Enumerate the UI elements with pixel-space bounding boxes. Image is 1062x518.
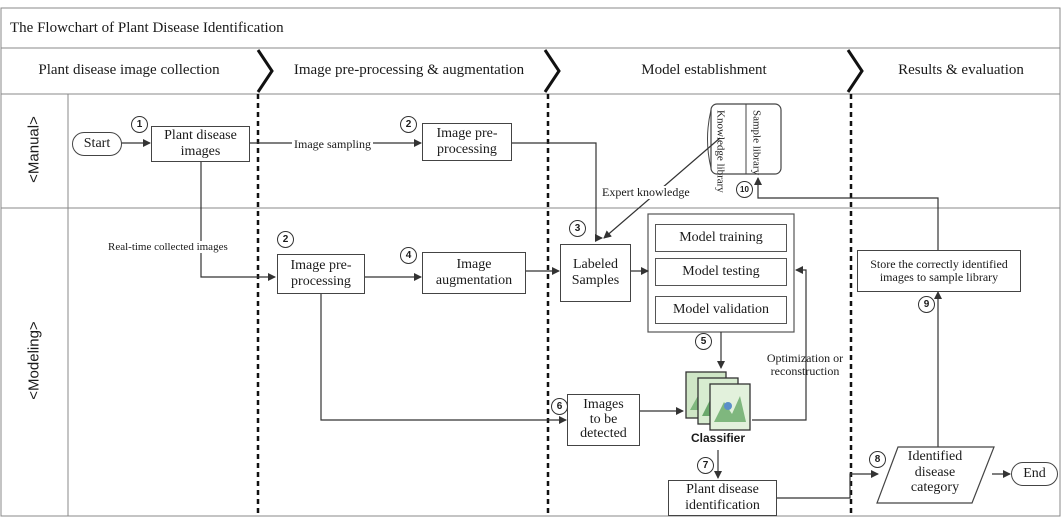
model-training-node: Model training [655, 224, 787, 252]
step-number-2-manual: 2 [400, 116, 417, 133]
classifier-label: Classifier [690, 431, 746, 445]
edge-optimization-loop [752, 266, 807, 421]
step-number-8: 8 [869, 451, 886, 468]
phase-header-collection: Plant disease image collection [38, 62, 220, 78]
image-augmentation-label: Image augmentation [435, 257, 513, 288]
edge-realtime-images [200, 161, 276, 281]
identified-category-parallelogram [876, 446, 995, 504]
sample-library-label: Sample library [750, 110, 763, 176]
outer-frame [0, 7, 1061, 517]
classifier-icon [685, 371, 751, 431]
diagram-title: The Flowchart of Plant Disease Identific… [10, 20, 284, 36]
step-number-1: 1 [131, 116, 148, 133]
store-correct-label: Store the correctly identified images to… [870, 256, 1008, 284]
images-to-be-detected-node: Images to be detected [567, 394, 640, 446]
edge-label-optimization: Optimization or reconstruction [766, 351, 844, 379]
model-validation-node: Model validation [655, 296, 787, 324]
labeled-samples-node: Labeled Samples [560, 244, 631, 302]
edge-store-to-library [754, 177, 939, 250]
lane-label-modeling: <Modeling> [25, 321, 43, 400]
phase-header-model: Model establishment [641, 62, 767, 78]
phase-chevron-2 [543, 49, 561, 93]
image-augmentation-node: Image augmentation [422, 252, 526, 294]
edge-label-image-sampling: Image sampling [292, 137, 373, 152]
image-preprocessing-modeling-node: Image pre- processing [277, 254, 365, 294]
lane-label-manual: <Manual> [25, 116, 43, 183]
edge-label-expert-knowledge: Expert knowledge [600, 185, 692, 200]
identified-disease-category-label: Identified disease category [907, 449, 963, 496]
step-number-6: 6 [551, 398, 568, 415]
step-number-2-modeling: 2 [277, 231, 294, 248]
phase-header-preprocessing: Image pre-processing & augmentation [293, 62, 525, 78]
labeled-samples-label: Labeled Samples [571, 257, 620, 288]
edge-manual-preproc-to-samples [512, 142, 603, 242]
phase-chevron-1 [256, 49, 274, 93]
plant-disease-identification-node: Plant disease identification [668, 480, 777, 516]
plant-disease-images-node: Plant disease images [151, 126, 250, 162]
start-node: Start [72, 132, 122, 156]
step-number-10: 10 [736, 181, 753, 198]
step-number-4: 4 [400, 247, 417, 264]
end-node: End [1011, 462, 1058, 486]
edge-identification-to-category [777, 470, 879, 499]
edge-preproc-to-detect [320, 294, 567, 424]
step-number-3: 3 [569, 220, 586, 237]
plant-disease-images-label: Plant disease images [164, 128, 237, 159]
phase-chevron-3 [846, 49, 864, 93]
model-testing-node: Model testing [655, 258, 787, 286]
step-number-9: 9 [918, 296, 935, 313]
plant-disease-identification-label: Plant disease identification [685, 482, 760, 513]
knowledge-library-label: Knowledge library [714, 110, 727, 193]
step-number-7: 7 [697, 457, 714, 474]
store-correct-node: Store the correctly identified images to… [857, 250, 1021, 292]
library-cylinder [707, 103, 782, 175]
image-preprocessing-modeling-label: Image pre- processing [290, 258, 352, 289]
phase-header-results: Results & evaluation [898, 62, 1024, 78]
step-number-5: 5 [695, 333, 712, 350]
image-preprocessing-manual-label: Image pre- processing [436, 126, 498, 157]
images-to-be-detected-label: Images to be detected [580, 396, 627, 442]
edge-label-real-time: Real-time collected images [106, 241, 230, 254]
image-preprocessing-manual-node: Image pre- processing [422, 123, 512, 161]
